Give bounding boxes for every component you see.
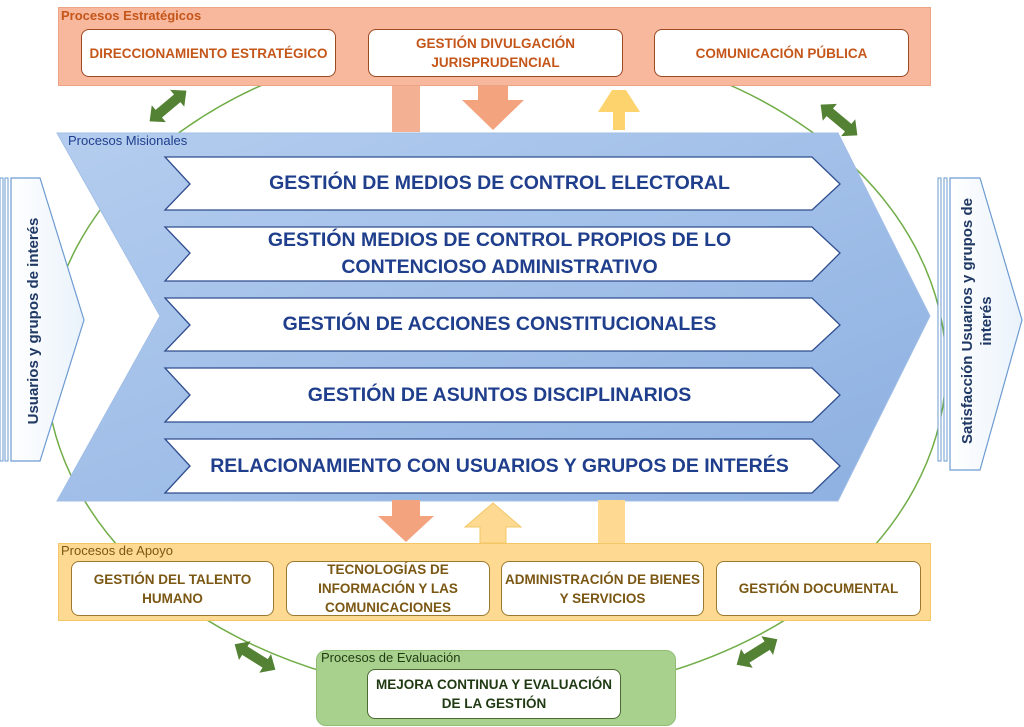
up-arrow-top <box>598 90 640 130</box>
missional-row-4: GESTIÓN DE ASUNTOS DISCIPLINARIOS <box>307 383 692 406</box>
input-label: Usuarios y grupos de interés <box>24 217 42 425</box>
missional-row-5: RELACIONAMIENTO CON USUARIOS Y GRUPOS DE… <box>210 454 789 477</box>
missional-row-1: GESTIÓN DE MEDIOS DE CONTROL ELECTORAL <box>269 172 730 194</box>
missional-row-3: GESTIÓN DE ACCIONES CONSTITUCIONALES <box>282 313 717 335</box>
strategic-title: Procesos Estratégicos <box>61 8 202 23</box>
evaluation-title: Procesos de Evaluación <box>321 650 461 665</box>
up-arrow-bottom <box>463 502 523 544</box>
output-label: Satisfacción Usuarios y grupos de interé… <box>959 198 995 444</box>
strategic-box-divulgacion: GESTIÓN DIVULGACIÓN JURISPRUDENCIAL <box>368 29 623 77</box>
support-box-documental: GESTIÓN DOCUMENTAL <box>716 561 921 616</box>
row-shape-1 <box>163 156 841 211</box>
input-arrow <box>0 177 85 462</box>
evaluation-box: MEJORA CONTINUA Y EVALUACIÓN DE LA GESTI… <box>367 669 621 719</box>
row-shape-5 <box>163 438 841 494</box>
support-box-tecnologias: TECNOLOGÍAS DE INFORMACIÓN Y LAS COMUNIC… <box>286 561 490 616</box>
cycle-arrow-top-left <box>149 89 187 123</box>
output-arrow <box>937 177 1023 471</box>
cycle-arrow-bottom-left <box>234 641 276 673</box>
missional-row-2: GESTIÓN MEDIOS DE CONTROL PROPIOS DE LO … <box>267 229 732 278</box>
cycle-arrows <box>149 89 858 673</box>
missional-row-shapes <box>163 156 841 494</box>
strategic-box-direccionamiento: DIRECCIONAMIENTO ESTRATÉGICO <box>81 29 336 77</box>
strategic-box-comunicacion: COMUNICACIÓN PÚBLICA <box>654 29 909 77</box>
missional-title: Procesos Misionales <box>68 133 188 148</box>
connector-arrows-top <box>392 86 640 132</box>
cycle-arrow-top-right <box>820 103 858 137</box>
support-box-talento: GESTIÓN DEL TALENTO HUMANO <box>71 561 274 616</box>
row-shape-2 <box>163 226 841 282</box>
down-arrow-bottom <box>378 500 434 542</box>
support-title: Procesos de Apoyo <box>61 543 174 558</box>
row-shape-3 <box>163 297 841 352</box>
support-box-bienes: ADMINISTRACIÓN DE BIENES Y SERVICIOS <box>501 561 704 616</box>
down-arrow-top <box>462 86 524 130</box>
connector-arrows-bottom <box>378 500 625 544</box>
cycle-arrow-bottom-right <box>736 636 778 668</box>
row-shape-4 <box>163 367 841 423</box>
